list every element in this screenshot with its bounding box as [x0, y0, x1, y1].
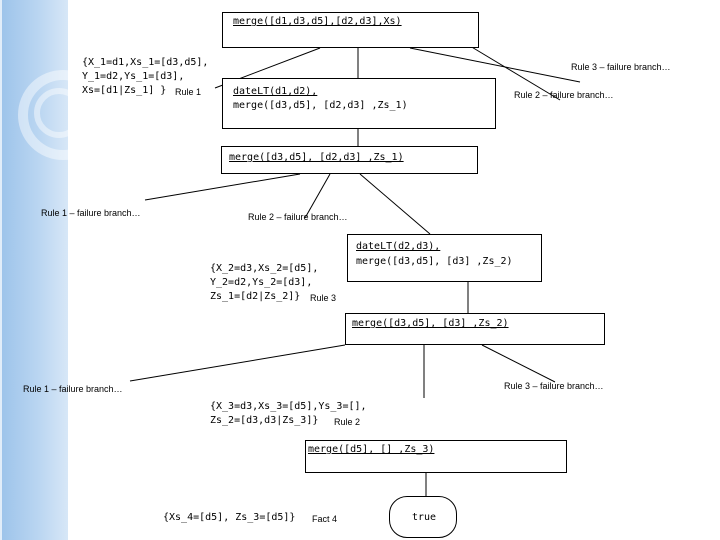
substitution-4-line-1: {Xs_4=[d5], Zs_3=[d5]}	[163, 512, 296, 523]
decorative-ring-small	[34, 88, 84, 138]
edge-n5-to-fail-rule3	[481, 344, 556, 383]
goal-6-text: merge([d5], [] ,Zs_3)	[308, 444, 435, 455]
goal-node-true: true	[389, 496, 457, 538]
substitution-4-rule: Fact 4	[312, 514, 338, 524]
substitution-1-rule: Rule 1	[175, 87, 202, 97]
edge-n3-to-n4	[359, 173, 431, 235]
goal-5-text: merge([d3,d5], [d3] ,Zs_2)	[352, 318, 509, 329]
failure-branch-label: Rule 2 – failure branch…	[248, 212, 348, 222]
edge-n5-to-fail-rule1	[129, 344, 346, 382]
goal-2-line-2: merge([d3,d5], [d2,d3] ,Zs_1)	[233, 100, 408, 111]
edge-n1-to-fail-rule2	[469, 45, 561, 101]
edge-n3-to-sub2	[304, 173, 331, 219]
failure-branch-label: Rule 1 – failure branch…	[41, 208, 141, 218]
failure-branch-label: Rule 3 – failure branch…	[504, 381, 604, 391]
goal-true-text: true	[412, 512, 437, 523]
substitution-1-line-1: {X_1=d1,Xs_1=[d3,d5],	[82, 57, 209, 68]
edge-n1-to-fail-rule3	[409, 47, 581, 83]
goal-node-6: merge([d5], [] ,Zs_3)	[305, 440, 567, 473]
substitution-2-rule: Rule 3	[310, 293, 337, 303]
goal-node-3: merge([d3,d5], [d2,d3] ,Zs_1)	[221, 146, 478, 174]
goal-3-text: merge([d3,d5], [d2,d3] ,Zs_1)	[229, 152, 404, 163]
edge-n3-to-fail-rule1	[144, 173, 301, 201]
failure-branch-label: Rule 1 – failure branch…	[23, 384, 123, 394]
substitution-2-line-3: Zs_1=[d2|Zs_2]}	[210, 291, 301, 302]
goal-node-4: dateLT(d2,d3), merge([d3,d5], [d3] ,Zs_2…	[347, 234, 542, 282]
goal-2-line-1: dateLT(d1,d2),	[233, 86, 318, 97]
substitution-1-line-3: Xs=[d1|Zs_1] }	[82, 85, 167, 96]
failure-branch-label: Rule 2 – failure branch…	[514, 90, 614, 100]
band-highlight-line	[0, 0, 2, 540]
substitution-1-line-2: Y_1=d2,Ys_1=[d3],	[82, 71, 185, 82]
substitution-3-line-1: {X_3=d3,Xs_3=[d5],Ys_3=[],	[210, 401, 367, 412]
decorative-side-band	[0, 0, 108, 540]
substitution-3-rule: Rule 2	[334, 417, 361, 427]
goal-4-line-2: merge([d3,d5], [d3] ,Zs_2)	[356, 256, 513, 267]
goal-root-text: merge([d1,d3,d5],[d2,d3],Xs)	[233, 16, 402, 27]
goal-4-line-1: dateLT(d2,d3),	[356, 241, 441, 252]
goal-node-2: dateLT(d1,d2), merge([d3,d5], [d2,d3] ,Z…	[222, 78, 496, 129]
goal-node-root: merge([d1,d3,d5],[d2,d3],Xs)	[222, 12, 479, 48]
substitution-3-line-2: Zs_2=[d3,d3|Zs_3]}	[210, 415, 319, 426]
substitution-2-line-1: {X_2=d3,Xs_2=[d5],	[210, 263, 319, 274]
decorative-ring	[18, 70, 108, 160]
substitution-2-line-2: Y_2=d2,Ys_2=[d3],	[210, 277, 313, 288]
failure-branch-label: Rule 3 – failure branch…	[571, 62, 671, 72]
goal-node-5: merge([d3,d5], [d3] ,Zs_2)	[345, 313, 605, 345]
